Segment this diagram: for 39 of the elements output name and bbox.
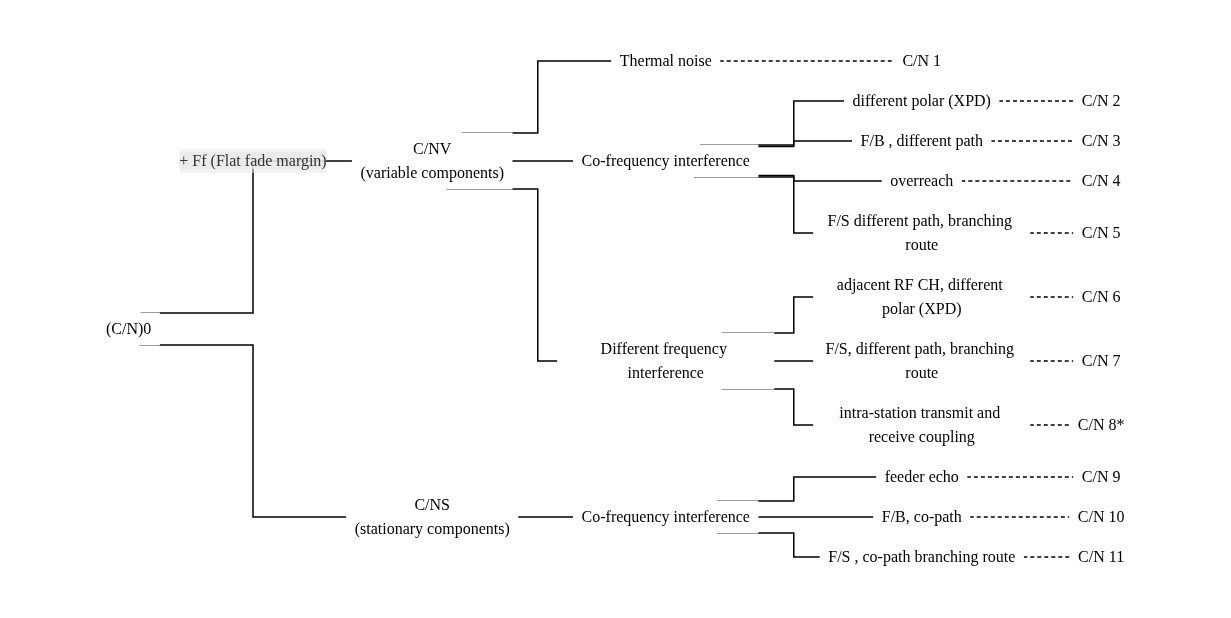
node-text: C/N 11 <box>1078 548 1125 565</box>
node-text: C/N 4 <box>1082 172 1121 189</box>
node-text: different polar (XPD) <box>852 92 992 109</box>
node-text: C/N 6 <box>1082 288 1121 305</box>
node-text: feeder echo <box>884 468 960 485</box>
node-text: F/S, different path, branching route <box>825 340 1015 381</box>
edge-label: + Ff (Flat fade margin) <box>179 152 327 169</box>
connector <box>966 476 1075 478</box>
connector <box>1029 360 1075 362</box>
node-text: F/S , co-path branching route <box>828 548 1016 565</box>
node-text: adjacent RF CH, different polar (XPD) <box>837 276 1003 317</box>
node-text: intra-station transmit and receive coupling <box>839 404 1001 445</box>
connector <box>1029 296 1075 298</box>
node-text: F/B , different path <box>860 132 984 149</box>
connector <box>990 140 1075 142</box>
node-text: C/N 7 <box>1082 352 1121 369</box>
node-text: C/N 8* <box>1078 416 1125 433</box>
connector <box>757 140 854 148</box>
node-text: overreach <box>890 172 954 189</box>
node-text: C/N 2 <box>1082 92 1121 109</box>
connector <box>757 516 875 518</box>
node-text: F/B, co-path <box>882 508 963 525</box>
connector <box>511 160 575 162</box>
node-text: C/N 5 <box>1082 224 1121 241</box>
node-text: C/N 3 <box>1082 132 1121 149</box>
node-text: C/NS (stationary components) <box>354 496 511 537</box>
node-text: F/S different path, branching route <box>827 212 1013 253</box>
node-text: Thermal noise <box>620 52 713 69</box>
connector <box>517 516 575 518</box>
connector <box>1029 232 1075 234</box>
node-text: C/N 10 <box>1078 508 1125 525</box>
node-text: C/N 1 <box>902 52 942 69</box>
connector <box>998 100 1075 102</box>
connector <box>1022 556 1072 558</box>
node-text: C/N 9 <box>1082 468 1121 485</box>
connector <box>1029 424 1071 426</box>
connector <box>773 360 815 362</box>
connector <box>969 516 1071 518</box>
connector <box>757 174 884 182</box>
